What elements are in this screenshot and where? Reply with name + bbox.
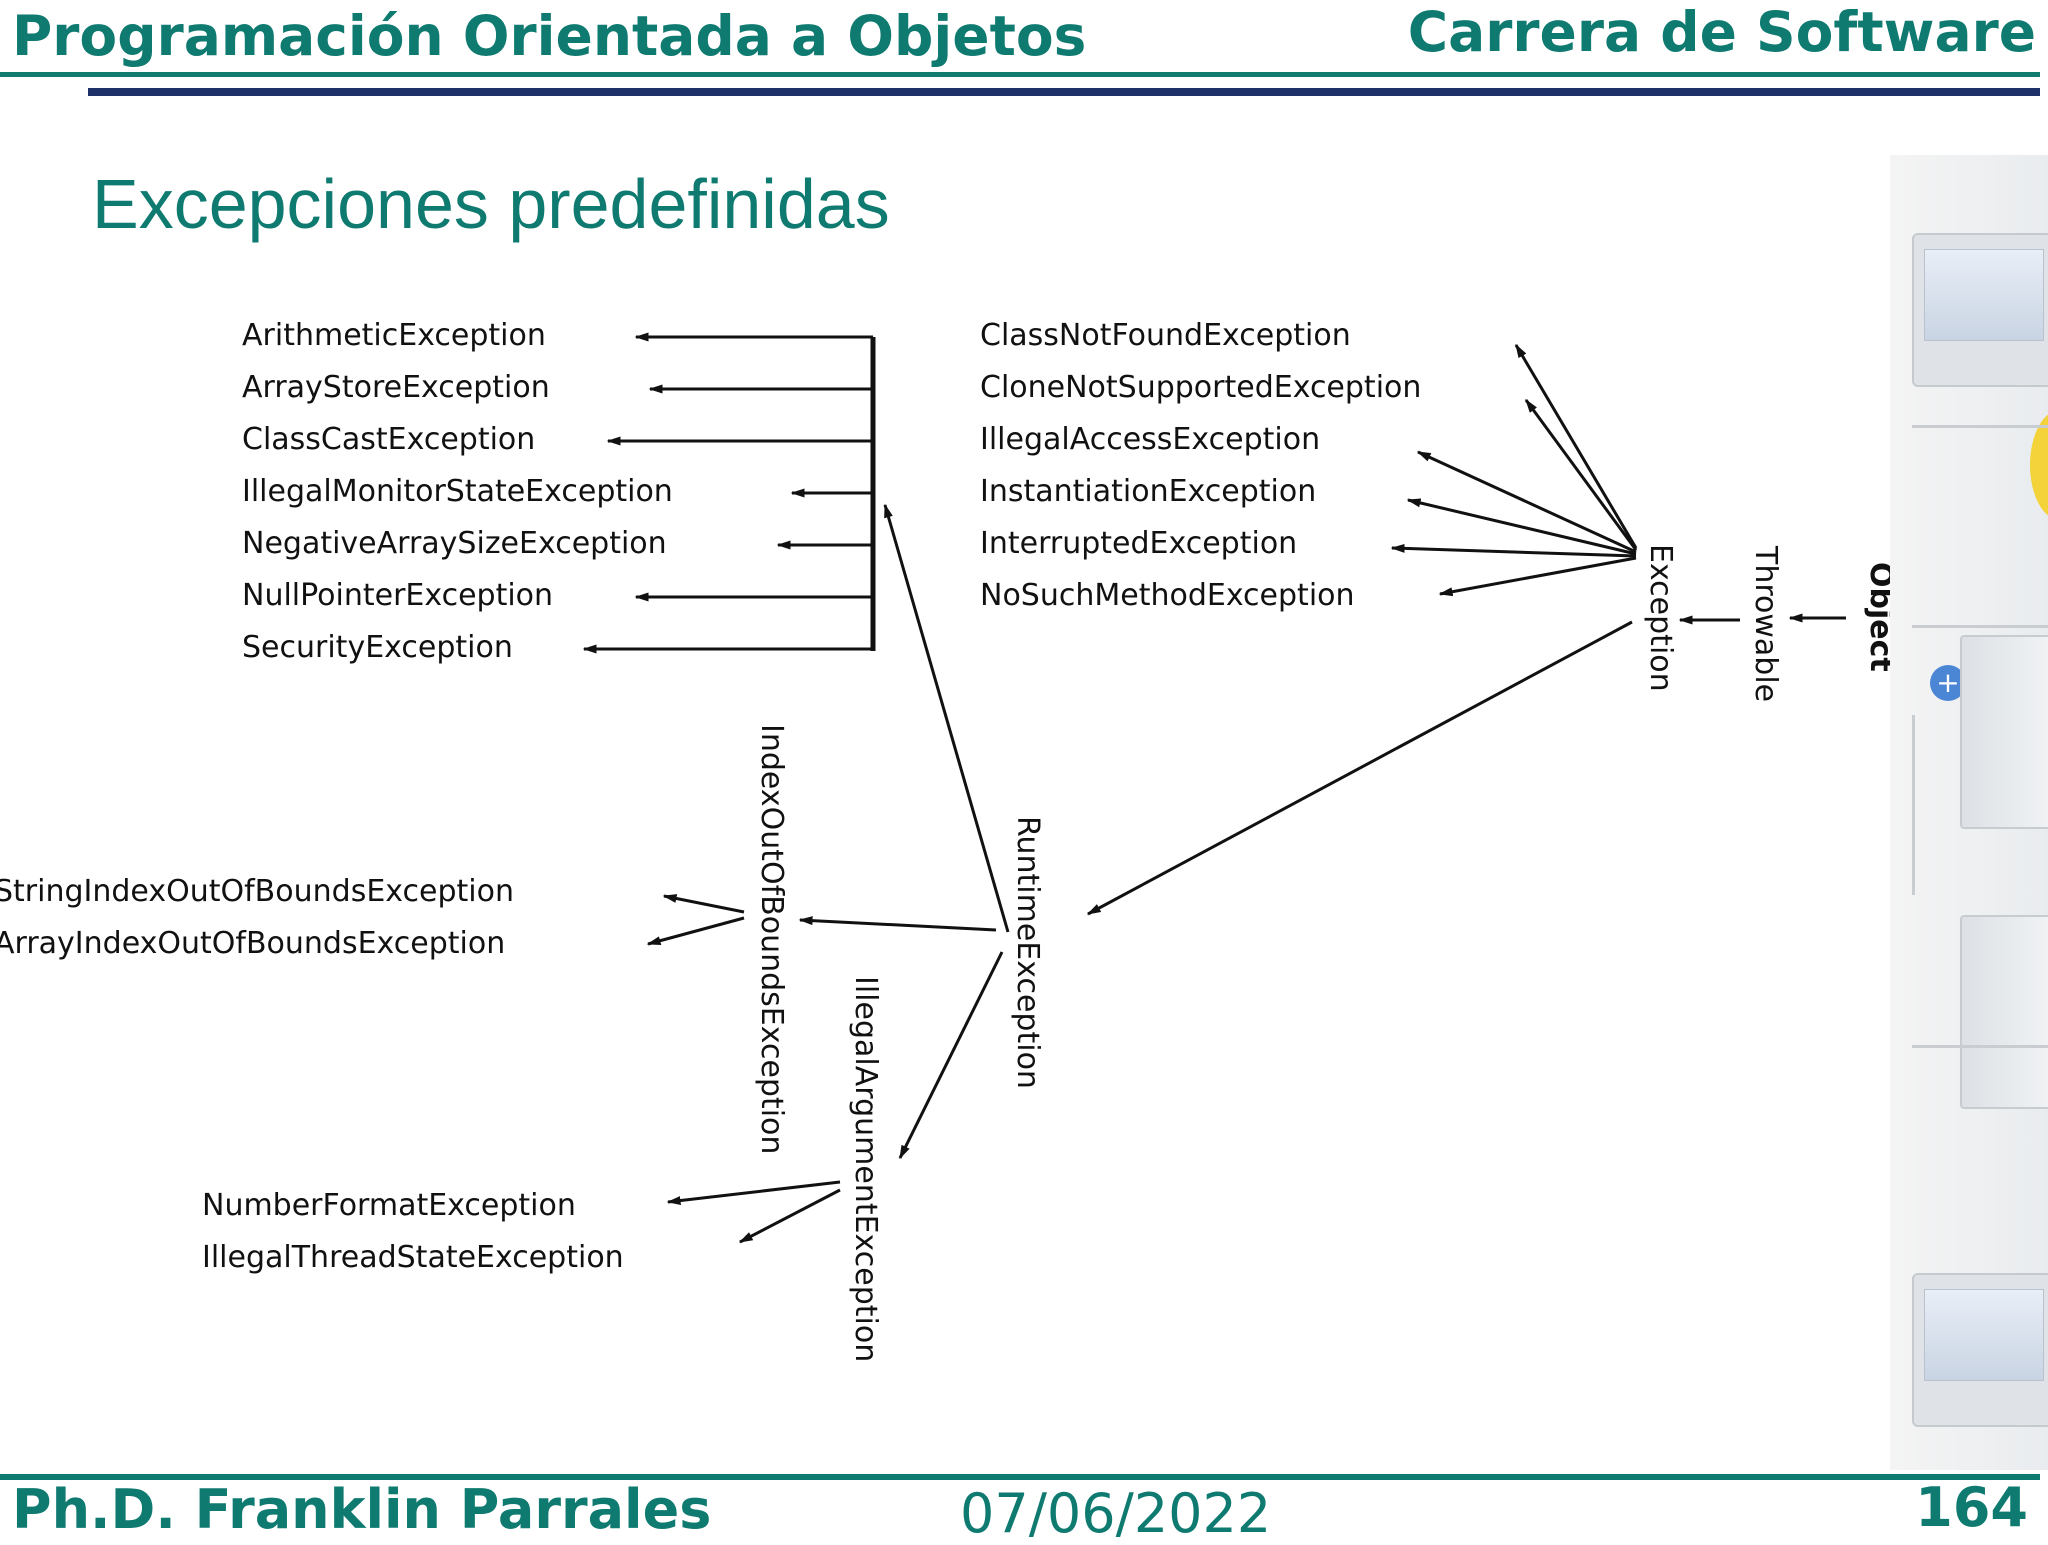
node-stringindexoutofbounds-exception: StringIndexOutOfBoundsException (0, 874, 514, 909)
server-graphic (1960, 915, 2048, 1109)
node-numberformat-exception: NumberFormatException (202, 1188, 576, 1223)
slide-date: 07/06/2022 (960, 1482, 1272, 1545)
node-instantiation-exception: InstantiationException (980, 474, 1316, 509)
node-throwable: Throwable (1748, 545, 1783, 702)
author-name: Ph.D. Franklin Parrales (12, 1478, 712, 1541)
slide-title: Excepciones predefinidas (92, 165, 890, 243)
node-arrayindexoutofbounds-exception: ArrayIndexOutOfBoundsException (0, 926, 505, 961)
node-runtime-exception: RuntimeException (1010, 816, 1045, 1089)
node-illegalthreadstate-exception: IllegalThreadStateException (202, 1240, 624, 1275)
monitor-graphic (1912, 233, 2048, 387)
edge-index-string (662, 894, 745, 914)
node-arithmetic-exception: ArithmeticException (242, 318, 546, 353)
header-rule-navy (88, 88, 2040, 96)
node-clonenotsupported-exception: CloneNotSupportedException (980, 370, 1421, 405)
course-title: Programación Orientada a Objetos (12, 4, 1087, 68)
node-exception: Exception (1643, 544, 1678, 692)
edge-runtime-children (883, 503, 1010, 933)
node-illegalmonitorstate-exception: IllegalMonitorStateException (242, 474, 673, 509)
page-number: 164 (1915, 1476, 2028, 1539)
edge-index-array (646, 916, 745, 946)
edge-argument-threadstate (738, 1188, 841, 1244)
program-title: Carrera de Software (1407, 0, 2036, 64)
node-nullpointer-exception: NullPointerException (242, 578, 553, 613)
node-illegalaccess-exception: IllegalAccessException (980, 422, 1320, 457)
node-classnotfound-exception: ClassNotFoundException (980, 318, 1351, 353)
node-classcast-exception: ClassCastException (242, 422, 535, 457)
edge-runtime-indexoutofbounds (798, 916, 997, 932)
server-graphic (1960, 635, 2048, 829)
node-nosuchmethod-exception: NoSuchMethodException (980, 578, 1355, 613)
node-arraystore-exception: ArrayStoreException (242, 370, 550, 405)
exception-children-connector (1390, 343, 1638, 597)
monitor-graphic (1912, 1273, 2048, 1427)
node-security-exception: SecurityException (242, 630, 513, 665)
decorative-circle (2030, 410, 2048, 520)
runtime-children-connector (582, 332, 876, 654)
header-rule-teal (0, 72, 2040, 77)
node-illegalargument-exception: IllegalArgumentException (848, 976, 883, 1362)
edge-exception-runtime (1086, 620, 1633, 916)
edge-argument-numberformat (666, 1180, 841, 1206)
edge-runtime-illegalargument (898, 951, 1004, 1160)
footer-rule (0, 1474, 2040, 1480)
node-indexoutofbounds-exception: IndexOutOfBoundsException (754, 724, 789, 1154)
node-interrupted-exception: InterruptedException (980, 526, 1297, 561)
node-negativearraysize-exception: NegativeArraySizeException (242, 526, 667, 561)
decorative-side-image: + (1890, 155, 2048, 1470)
